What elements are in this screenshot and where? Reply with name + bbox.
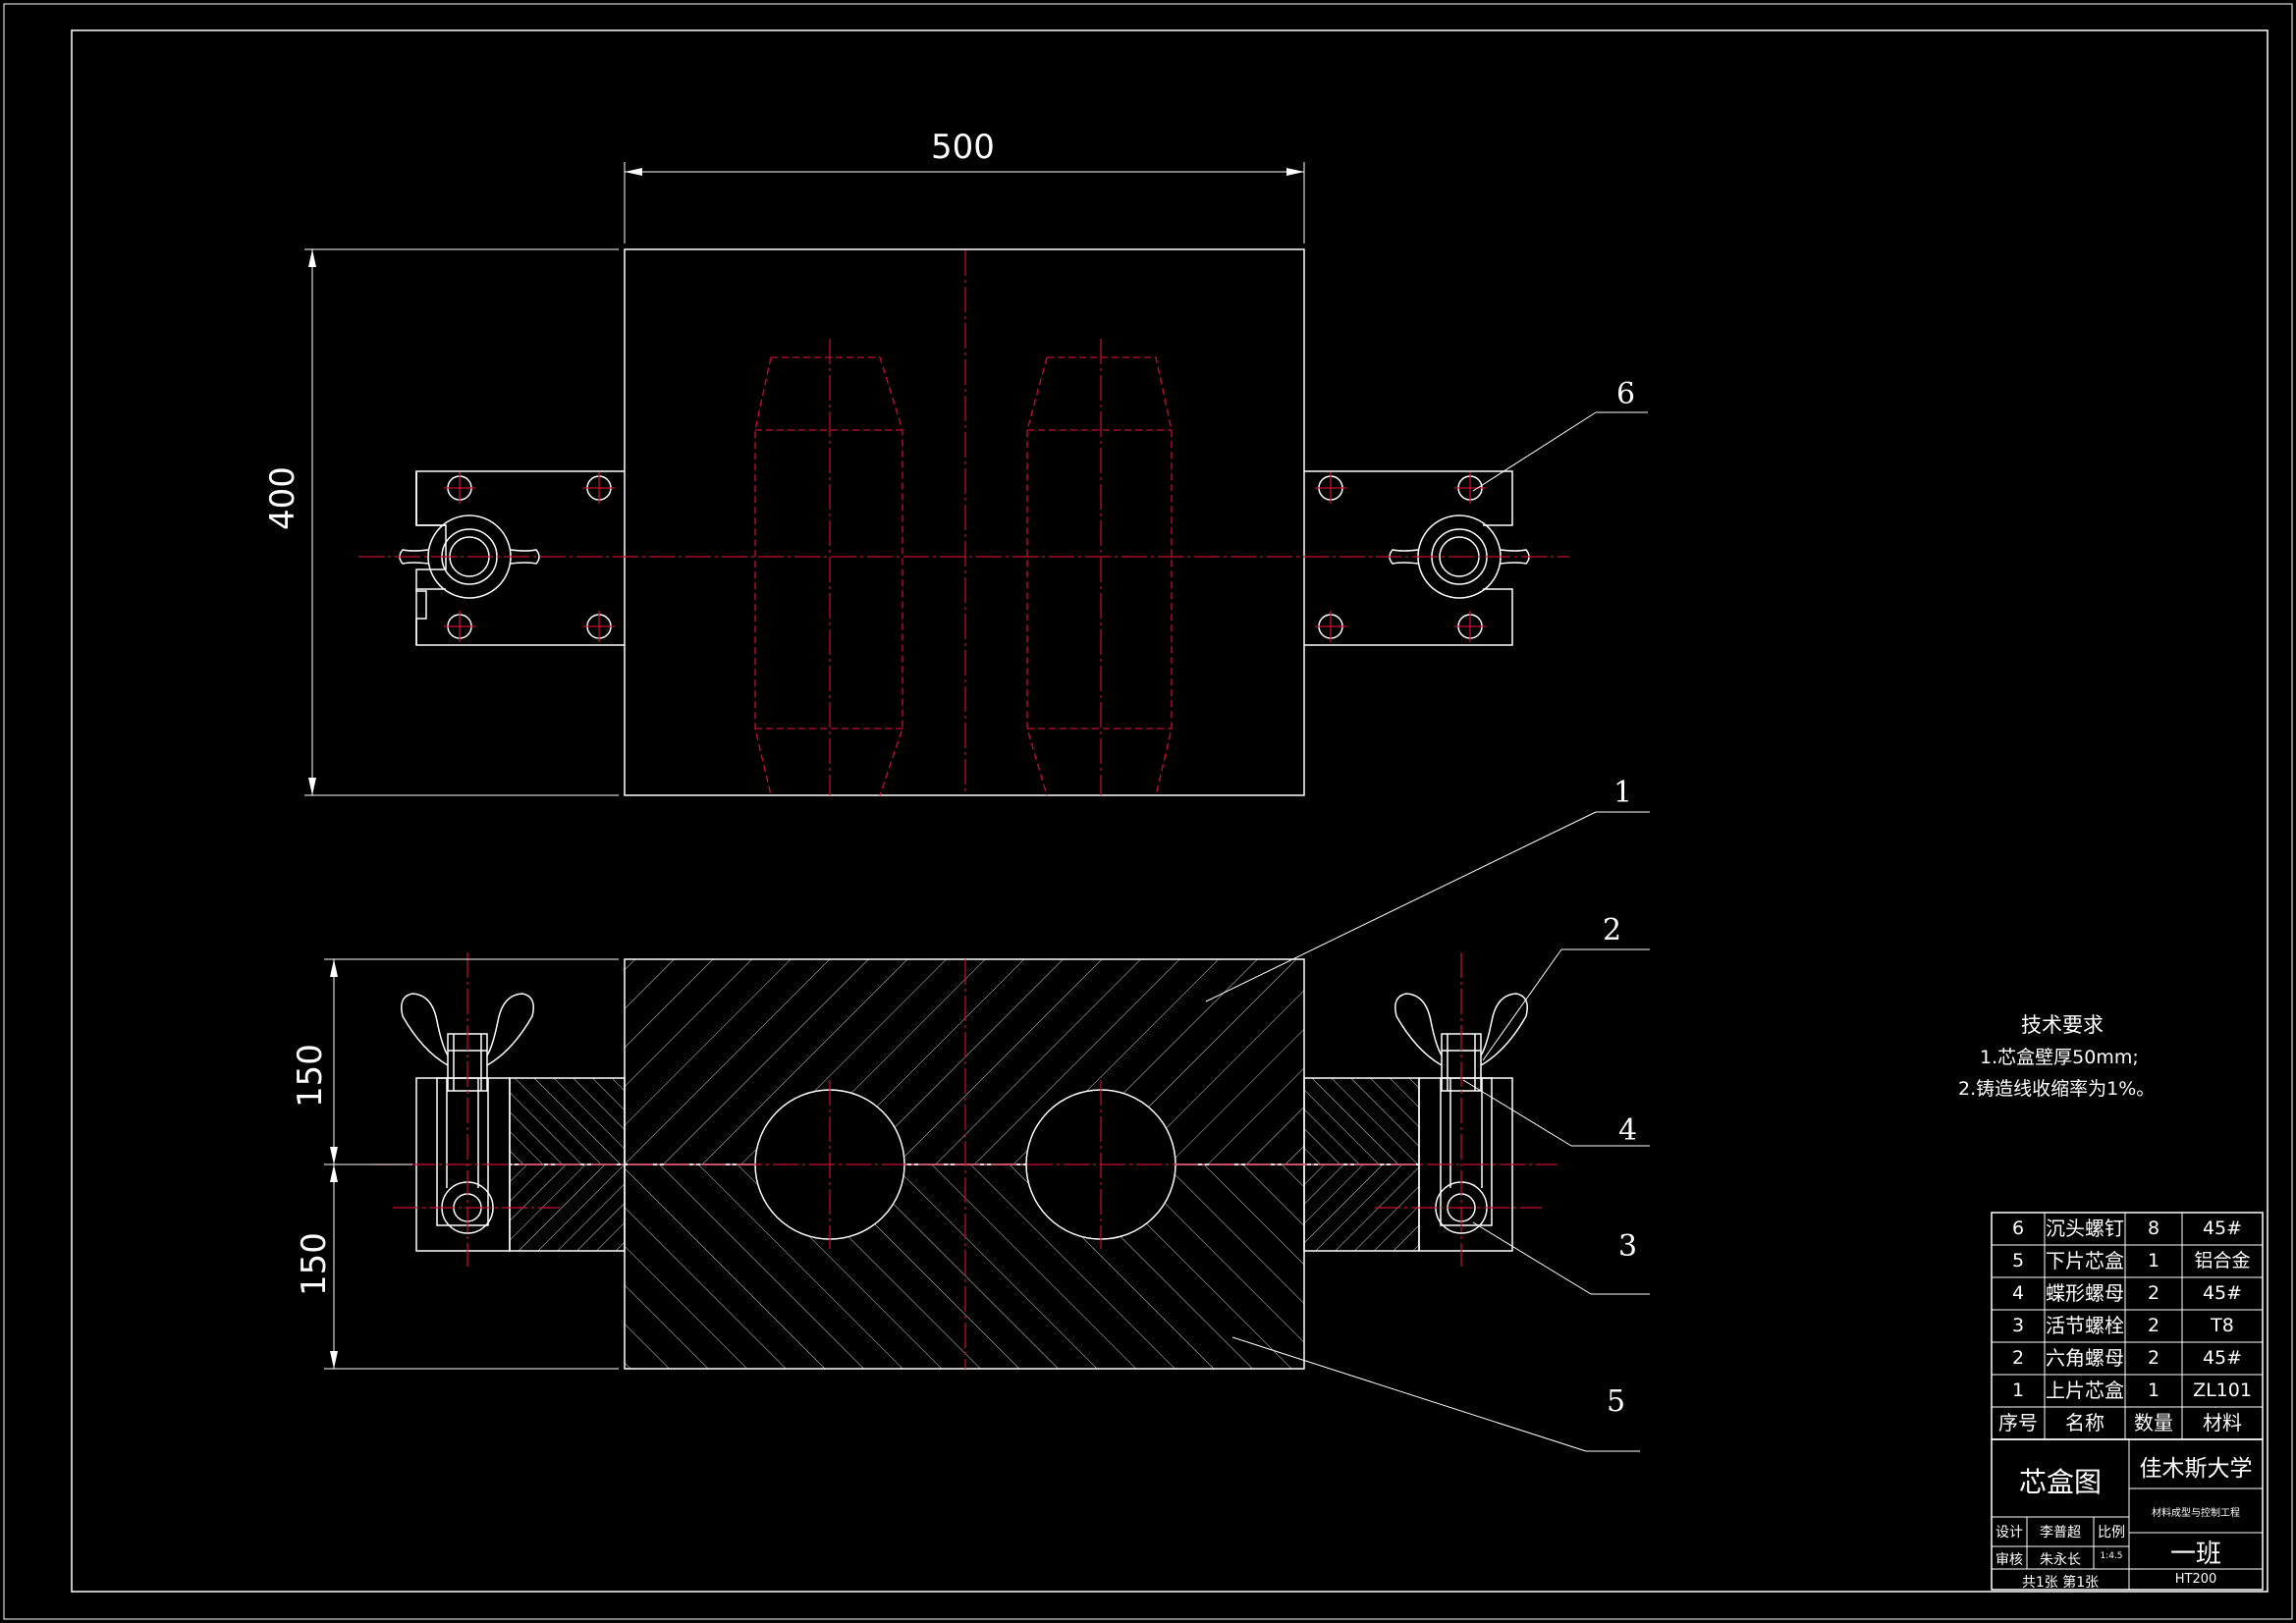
- balloon-3: 3: [1618, 1229, 1638, 1264]
- header-qty: 数量: [2134, 1411, 2173, 1434]
- outer-frame: [3, 3, 2293, 1620]
- material-code: HT200: [2174, 1572, 2217, 1587]
- cell-name: 活节螺栓: [2046, 1314, 2124, 1337]
- table-row: 4 蝶形螺母 2 45#: [1992, 1277, 2263, 1310]
- title-block: [1991, 1438, 2264, 1591]
- design-label: 设计: [1995, 1525, 2023, 1541]
- header-name: 名称: [2065, 1411, 2105, 1434]
- cell-qty: 2: [2147, 1315, 2160, 1336]
- scale-label: 比例: [2098, 1525, 2125, 1541]
- dimension-400: [304, 248, 619, 796]
- hidden-cavity-left: [754, 339, 903, 796]
- dimension-label-150-lower: 150: [295, 1232, 334, 1296]
- lower-core-box-section: [624, 1163, 1305, 1370]
- cell-material: 45#: [2202, 1282, 2243, 1304]
- parts-list-table: [1991, 1212, 2264, 1440]
- cell-material: 45#: [2202, 1347, 2243, 1369]
- front-section-view: [373, 952, 1557, 1370]
- balloon-6: 6: [1616, 377, 1636, 411]
- left-flange-lower: [509, 1163, 626, 1252]
- table-row: 1 上片芯盒 1 ZL101: [1992, 1375, 2263, 1407]
- left-flange-upper: [509, 1077, 626, 1165]
- tech-requirement-1: 1.芯盒壁厚50mm;: [1980, 1047, 2139, 1068]
- cell-name: 下片芯盒: [2046, 1249, 2124, 1272]
- dimension-500: [624, 162, 1305, 243]
- designer-name: 李普超: [2040, 1525, 2081, 1541]
- dimension-label-150-upper: 150: [291, 1044, 330, 1108]
- cell-material: ZL101: [2193, 1380, 2252, 1401]
- table-row: 3 活节螺栓 2 T8: [1992, 1310, 2263, 1342]
- cell-no: 6: [2011, 1217, 2025, 1239]
- leader-lines: [1205, 411, 1650, 1452]
- dimension-label-500: 500: [931, 128, 995, 167]
- table-header-row: 序号 名称 数量 材料: [1992, 1407, 2263, 1439]
- cell-material: 铝合金: [2194, 1250, 2251, 1271]
- cell-no: 5: [2011, 1250, 2025, 1271]
- inner-frame: [71, 29, 2269, 1593]
- balloon-1: 1: [1613, 776, 1633, 810]
- drawing-name: 芯盒图: [2018, 1466, 2102, 1498]
- department-name: 材料成型与控制工程: [2152, 1508, 2240, 1519]
- right-flange-upper: [1303, 1077, 1420, 1165]
- header-material: 材料: [2203, 1411, 2242, 1434]
- scale-value: 1:4.5: [2100, 1551, 2123, 1561]
- class-name: 一班: [2169, 1540, 2221, 1569]
- dimension-label-400: 400: [263, 466, 302, 530]
- cell-qty: 1: [2147, 1250, 2160, 1271]
- upper-core-box-section: [624, 958, 1305, 1165]
- cell-material: T8: [2211, 1315, 2234, 1336]
- cell-name: 上片芯盒: [2046, 1379, 2124, 1402]
- hidden-cavity-right: [1026, 339, 1173, 796]
- cell-material: 45#: [2202, 1217, 2243, 1239]
- tech-requirement-2: 2.铸造线收缩率为1%。: [1958, 1078, 2156, 1100]
- dimension-150-pair: [324, 958, 619, 1370]
- table-row: 2 六角螺母 2 45#: [1992, 1342, 2263, 1375]
- cell-qty: 8: [2147, 1217, 2160, 1239]
- balloon-2: 2: [1603, 913, 1622, 947]
- cell-qty: 2: [2147, 1282, 2160, 1304]
- left-flange-top: [415, 470, 625, 646]
- review-label: 审核: [1995, 1552, 2023, 1568]
- cell-name: 六角螺母: [2046, 1346, 2124, 1370]
- sheet-count: 共1张 第1张: [2021, 1575, 2100, 1591]
- school-name: 佳木斯大学: [2139, 1456, 2253, 1482]
- core-box-top: [624, 248, 1305, 796]
- cell-name: 沉头螺钉: [2046, 1217, 2124, 1240]
- cell-no: 4: [2011, 1282, 2025, 1304]
- cell-qty: 2: [2147, 1347, 2160, 1369]
- cell-no: 2: [2011, 1347, 2025, 1369]
- cell-qty: 1: [2147, 1380, 2160, 1401]
- top-view: [358, 248, 1569, 796]
- cell-no: 3: [2011, 1315, 2025, 1336]
- tech-requirements-title: 技术要求: [2021, 1013, 2104, 1037]
- table-row: 5 下片芯盒 1 铝合金: [1992, 1245, 2263, 1277]
- table-row: 6 沉头螺钉 8 45#: [1992, 1213, 2263, 1245]
- cell-no: 1: [2011, 1380, 2025, 1401]
- balloon-5: 5: [1607, 1384, 1626, 1419]
- cell-name: 蝶形螺母: [2046, 1281, 2124, 1305]
- header-no: 序号: [1998, 1411, 2038, 1434]
- reviewer-name: 朱永长: [2040, 1552, 2081, 1568]
- right-flange-lower: [1303, 1163, 1420, 1252]
- right-flange-top: [1304, 470, 1513, 646]
- balloon-4: 4: [1618, 1113, 1638, 1148]
